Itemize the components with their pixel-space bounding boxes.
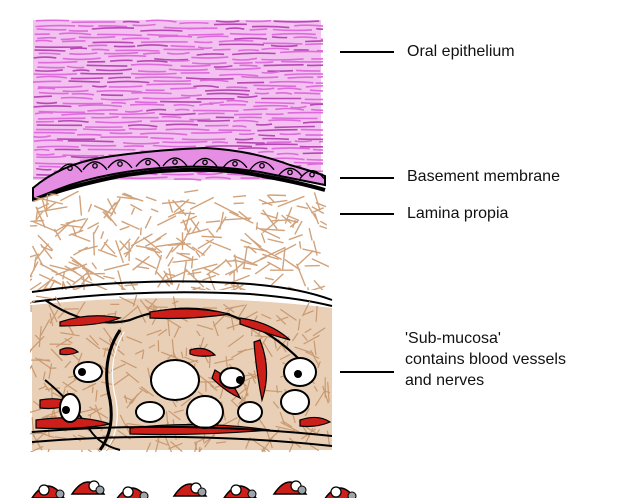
label-submucosa-line-2: contains blood vessels <box>405 349 566 370</box>
label-submucosa-line-3: and nerves <box>405 370 566 391</box>
label-basement-membrane: Basement membrane <box>407 167 560 187</box>
label-oral-epithelium: Oral epithelium <box>407 42 515 62</box>
muscle-layer <box>32 481 356 498</box>
leader-lines <box>340 52 394 372</box>
lamina-propia-layer <box>12 190 341 308</box>
label-lamina-propia: Lamina propia <box>407 204 508 224</box>
label-submucosa: 'Sub-mucosa' contains blood vessels and … <box>405 328 566 391</box>
submucosa-layer <box>16 295 335 470</box>
label-submucosa-line-1: 'Sub-mucosa' <box>405 328 566 349</box>
